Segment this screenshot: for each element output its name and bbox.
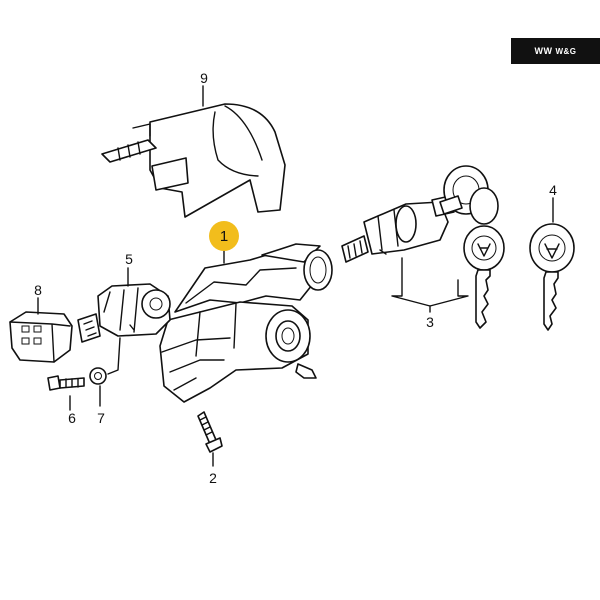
part-4-key	[529, 197, 575, 331]
callout-7: 7	[97, 410, 105, 426]
part-7-washer	[89, 367, 107, 407]
callout-2: 2	[209, 470, 217, 486]
part-6-screw	[47, 375, 85, 411]
brand-name: W&G	[555, 46, 577, 56]
part-9-column-cover	[101, 85, 286, 218]
callout-4: 4	[549, 182, 557, 198]
part-1-lock-housing	[159, 243, 333, 403]
part-3-lock-cylinder	[341, 165, 505, 329]
callout-8: 8	[34, 282, 42, 298]
callout-3: 3	[426, 314, 434, 330]
brand-logo-icon: WW	[534, 46, 553, 56]
part-8-connector	[9, 297, 73, 363]
bracket-3	[391, 257, 469, 313]
callout-5: 5	[125, 251, 133, 267]
callout-1: 1	[209, 221, 239, 251]
brand-badge: WW W&G	[511, 38, 600, 64]
part-5-ignition-switch	[77, 267, 171, 375]
part-2-bolt	[197, 411, 223, 467]
callout-6: 6	[68, 410, 76, 426]
callout-9: 9	[200, 70, 208, 86]
